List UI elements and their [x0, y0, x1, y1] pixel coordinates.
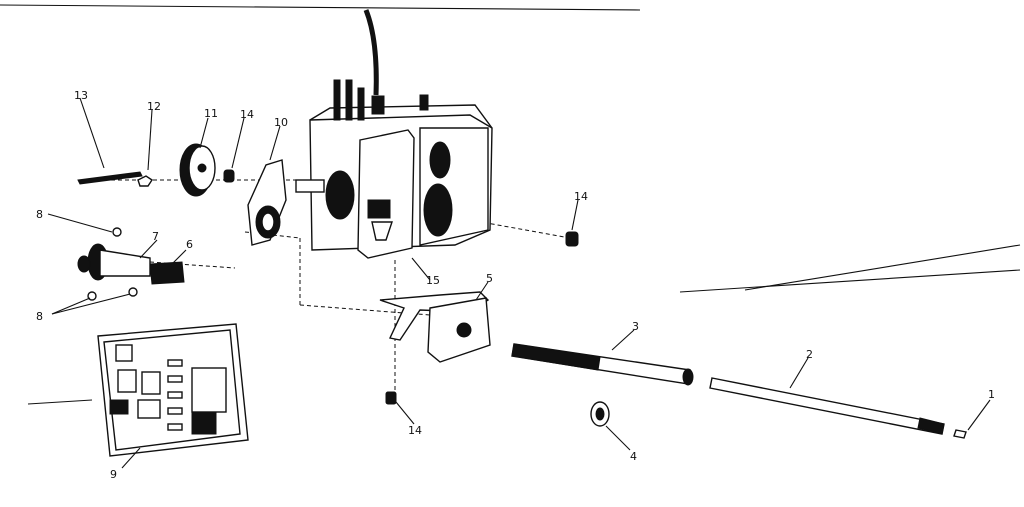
label-14-lower: 14	[408, 424, 422, 437]
label-8-upper: 8	[36, 208, 43, 221]
part-10-bracket	[247, 159, 287, 246]
part-14-screw-right	[565, 231, 579, 247]
part-12-clip	[137, 175, 153, 187]
part-6-sleeve	[149, 261, 185, 285]
label-6: 6	[186, 238, 193, 251]
label-1: 1	[988, 388, 995, 401]
part-7-shaft	[77, 243, 151, 281]
label-10: 10	[274, 116, 288, 129]
label-2: 2	[806, 348, 813, 361]
part-8-balls	[87, 227, 138, 301]
part-5-mounting-bracket	[379, 291, 491, 363]
label-13: 13	[74, 89, 88, 102]
label-8-lower: 8	[36, 310, 43, 323]
label-11: 11	[204, 107, 218, 120]
label-7: 7	[152, 230, 159, 243]
scan-line-right	[679, 269, 1021, 293]
label-3: 3	[632, 320, 639, 333]
scan-line-right-2	[744, 244, 1021, 291]
part-4-washer	[590, 401, 610, 427]
part-15-switch-plate	[357, 129, 415, 259]
leader-lines	[47, 97, 991, 469]
part-3-spring-tube	[511, 343, 694, 386]
part-2-rod	[709, 377, 945, 435]
label-5: 5	[486, 272, 493, 285]
part-9-control-panel	[97, 323, 249, 457]
label-4: 4	[630, 450, 637, 463]
label-14-right: 14	[574, 190, 588, 203]
scan-line-top	[0, 4, 641, 11]
label-9: 9	[110, 468, 117, 481]
part-labels: 13 12 11 14 10 8 7 6 8 9 14 15 5 3 2 4 1…	[36, 89, 995, 481]
scan-line-left	[27, 399, 93, 405]
part-14-screw-upper	[223, 169, 235, 183]
part-11-gear	[179, 143, 216, 197]
part-14-screw-lower	[385, 391, 397, 405]
part-13-rod	[77, 171, 143, 185]
part-1-end-pin	[953, 429, 967, 439]
label-12: 12	[147, 100, 161, 113]
label-15: 15	[426, 274, 440, 287]
label-14-upper: 14	[240, 108, 254, 121]
